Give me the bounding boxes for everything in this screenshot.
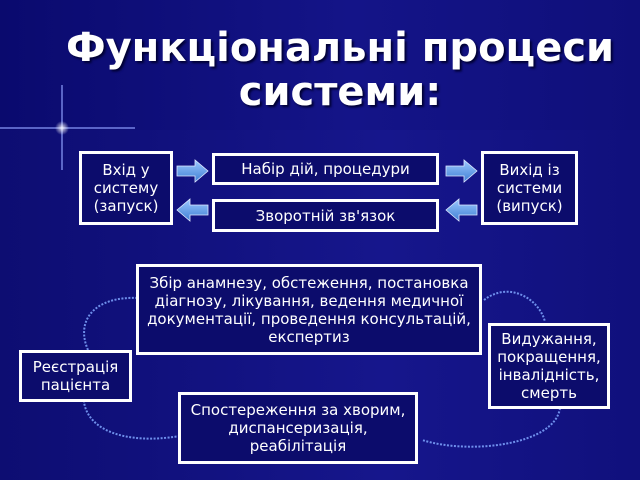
arrow-right-output: [445, 159, 478, 183]
arrow-left-feedback-out: [445, 198, 478, 222]
page-title: Функціональні процеси системи:: [65, 25, 615, 115]
box-outcome-label: Видужання, покращення, інвалідність, сме…: [497, 330, 601, 402]
arrow-right-input: [176, 159, 209, 183]
box-outcome: Видужання, покращення, інвалідність, сме…: [488, 323, 610, 409]
box-actions-label: Набір дій, процедури: [241, 160, 410, 178]
box-feedback-label: Зворотній зв'язок: [255, 206, 396, 225]
box-output-label: Вихід із системи (випуск): [496, 161, 563, 215]
cycle-arrow-examination-to-outcome: [483, 290, 546, 323]
box-input: Вхід у систему (запуск): [79, 151, 173, 225]
cycle-arrow-outcome-to-followup: [421, 407, 561, 448]
arrow-left-feedback-in: [176, 198, 209, 222]
box-actions: Набір дій, процедури: [212, 153, 439, 185]
box-registration-label: Реєстрація пацієнта: [32, 358, 119, 394]
cycle-arrow-registration-to-examination: [83, 296, 139, 351]
box-input-label: Вхід у систему (запуск): [93, 161, 159, 215]
box-followup-label: Спостереження за хворим, диспансеризація…: [190, 401, 406, 455]
box-examination: Збір анамнезу, обстеження, постановка ді…: [136, 264, 482, 355]
box-output: Вихід із системи (випуск): [481, 151, 578, 225]
cycle-arrow-followup-to-registration: [83, 401, 181, 440]
box-examination-label: Збір анамнезу, обстеження, постановка ді…: [147, 273, 471, 346]
box-registration: Реєстрація пацієнта: [19, 350, 132, 402]
box-followup: Спостереження за хворим, диспансеризація…: [178, 392, 418, 464]
box-feedback: Зворотній зв'язок: [212, 199, 439, 232]
